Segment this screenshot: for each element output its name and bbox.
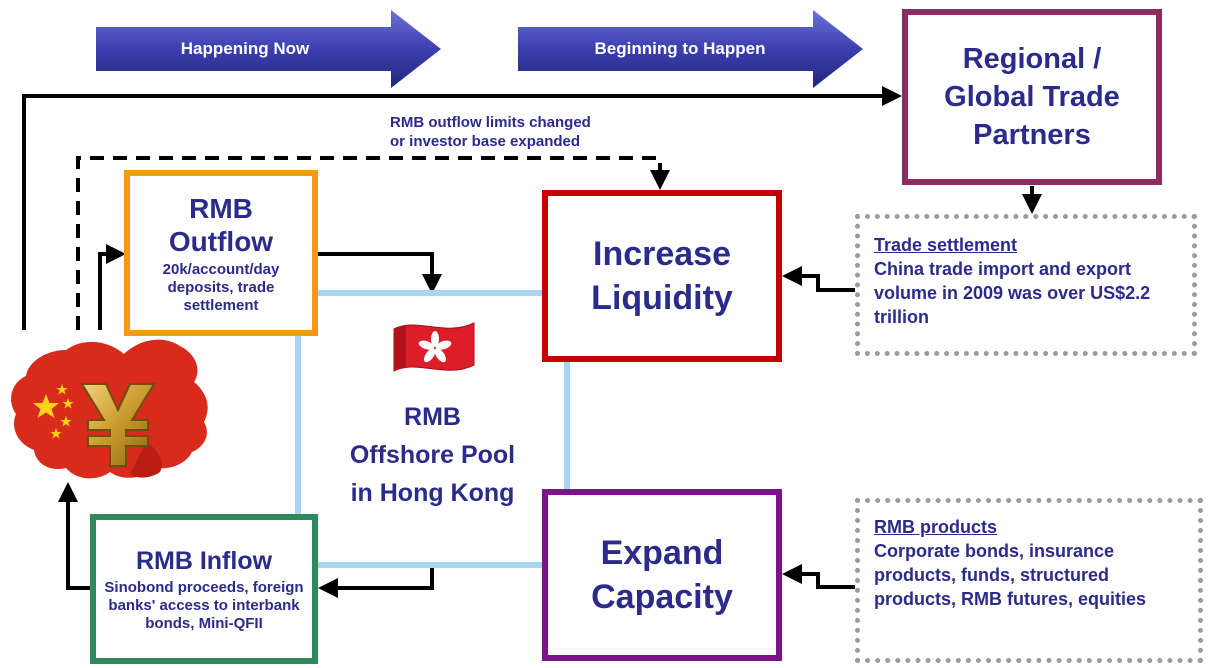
connector-inflow-china [58,482,90,590]
liquidity-box: Increase Liquidity [542,190,782,362]
capacity-box: Expand Capacity [542,489,782,661]
liquidity-line2: Liquidity [591,279,733,317]
pool-line3: in Hong Kong [350,479,515,507]
trade-settlement-note: Trade settlement China trade import and … [855,214,1197,356]
products-note-title: RMB products [874,517,997,537]
yuan-symbol-icon [80,383,156,467]
pool-line1: RMB [404,403,461,431]
liquidity-line1: Increase [593,235,731,273]
connector-outflow-pool [318,252,442,294]
limits-note: RMB outflow limits changed or investor b… [390,113,591,151]
trade-note-title: Trade settlement [874,235,1018,255]
phase-label-next: Beginning to Happen [594,39,766,58]
connector-products-capacity [782,564,855,589]
hong-kong-flag-icon [393,322,475,372]
phase-arrow-now [96,10,441,88]
connector-dashed-liquidity [76,156,670,330]
inflow-title: RMB Inflow [135,547,273,575]
pool-line2: Offshore Pool [349,441,516,469]
phase-label-now: Happening Now [180,39,310,58]
capacity-line2: Capacity [591,578,733,616]
trade-note-body: China trade import and export volume in … [874,259,1151,327]
connector-to-partners [22,86,902,330]
outflow-box: RMB Outflow 20k/account/day deposits, tr… [124,170,318,336]
outflow-title-line1: RMB [189,192,253,224]
offshore-pool-box [295,290,570,568]
capacity-line1: Expand [600,534,724,572]
connector-trade-liquidity [782,266,855,292]
products-note-body: Corporate bonds, insurance products, fun… [874,541,1147,609]
outflow-title-line2: Outflow [168,225,274,257]
offshore-pool-label: RMB Offshore Pool in Hong Kong [301,398,564,512]
limits-note-line1: RMB outflow limits changed [390,114,591,131]
phase-arrow-next [518,10,863,88]
inflow-detail: Sinobond proceeds, foreign banks' access… [104,579,304,632]
limits-note-line2: or investor base expanded [390,133,581,150]
partners-label: Regional / Global Trade Partners [944,43,1120,151]
inflow-box: RMB Inflow Sinobond proceeds, foreign ba… [90,514,318,664]
connector-pool-inflow [318,568,434,598]
connector-to-outflow [98,244,126,330]
outflow-detail: 20k/account/day deposits, trade settleme… [162,260,280,314]
rmb-products-note: RMB products Corporate bonds, insurance … [855,498,1203,663]
partners-box: Regional / Global Trade Partners [902,9,1162,185]
